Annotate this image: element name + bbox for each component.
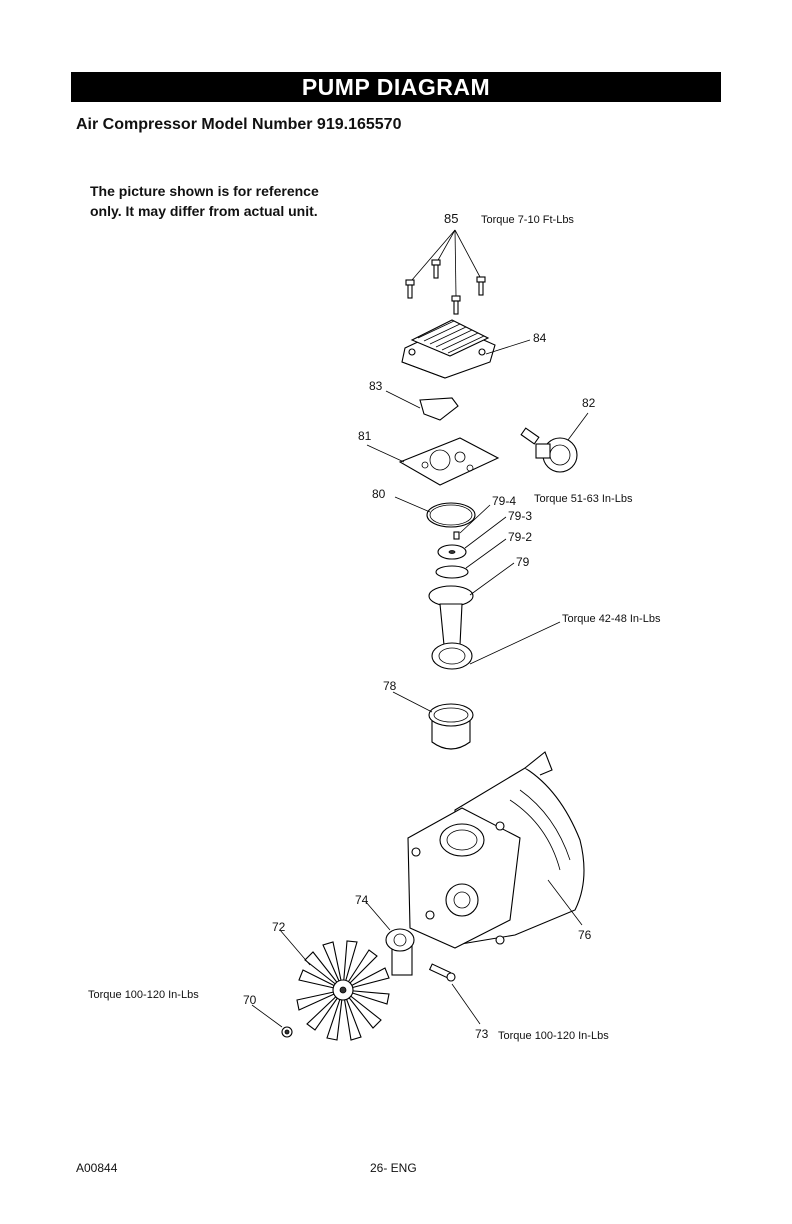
- callout-84: 84: [533, 331, 547, 345]
- part-79-piston-components: [428, 504, 515, 607]
- torque-connecting-rod: Torque 42-48 In-Lbs: [562, 613, 661, 625]
- part-72-fan: [296, 940, 390, 1041]
- document-code: A00844: [76, 1161, 118, 1175]
- page-title: PUMP DIAGRAM: [71, 72, 721, 102]
- connecting-rod: [431, 603, 561, 670]
- callout-85: 85: [444, 211, 459, 226]
- callout-79-4: 79-4: [492, 494, 517, 508]
- part-74-crank: [365, 901, 415, 976]
- callout-70: 70: [243, 993, 257, 1007]
- model-subtitle: Air Compressor Model Number 919.165570: [76, 116, 402, 133]
- part-84-cylinder-head: [401, 319, 531, 379]
- part-70-fan-screw: [251, 1004, 293, 1038]
- callout-76: 76: [578, 928, 592, 942]
- part-80-o-ring: [394, 496, 476, 528]
- part-76-crankcase: [407, 751, 585, 949]
- reference-note-line-2: only. It may differ from actual unit.: [90, 203, 318, 219]
- part-85-bolts: [405, 229, 486, 315]
- torque-70: Torque 100-120 In-Lbs: [88, 989, 199, 1001]
- callout-83: 83: [369, 379, 383, 393]
- callout-72: 72: [272, 920, 286, 934]
- reference-note-line-1: The picture shown is for reference: [90, 183, 319, 199]
- callout-79-2: 79-2: [508, 530, 533, 544]
- torque-73: Torque 100-120 In-Lbs: [498, 1030, 609, 1042]
- part-78-cylinder-sleeve: [392, 691, 474, 750]
- part-81-valve-plate: [366, 437, 500, 486]
- part-73-screw: [428, 963, 481, 1025]
- callout-82: 82: [582, 396, 596, 410]
- reference-note: The picture shown is for reference only.…: [90, 181, 319, 221]
- callout-74: 74: [355, 893, 369, 907]
- callout-80: 80: [372, 487, 386, 501]
- page-number: 26- ENG: [370, 1161, 417, 1175]
- callout-78: 78: [383, 679, 397, 693]
- callout-79-3: 79-3: [508, 509, 533, 523]
- torque-79-4: Torque 51-63 In-Lbs: [534, 493, 633, 505]
- callout-73: 73: [475, 1027, 489, 1041]
- part-83-gasket: [385, 390, 459, 421]
- callout-79: 79: [516, 555, 530, 569]
- torque-85: Torque 7-10 Ft-Lbs: [481, 214, 574, 226]
- callout-81: 81: [358, 429, 372, 443]
- part-82-assembly: [520, 412, 589, 473]
